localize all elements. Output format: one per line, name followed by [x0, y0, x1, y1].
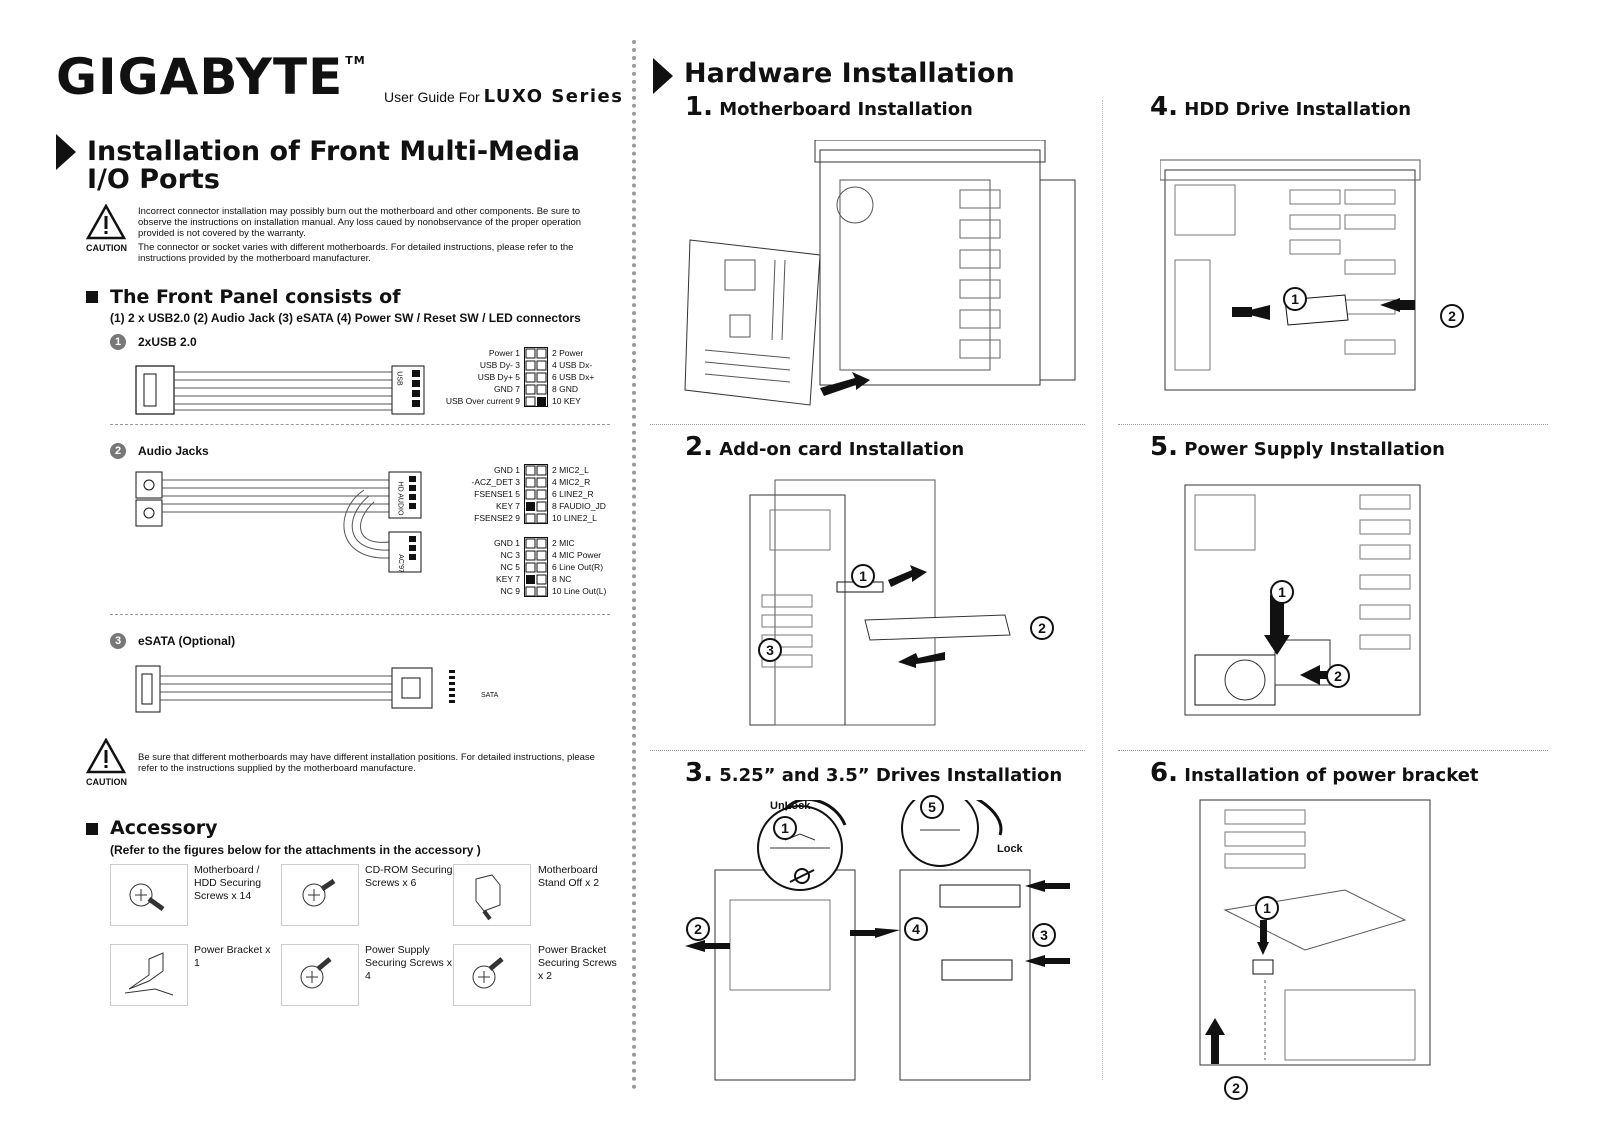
caution-text-1: Incorrect connector installation may pos…: [138, 206, 582, 239]
hd-audio-tag: HD AUDIO: [396, 481, 404, 516]
column-separator: [632, 40, 636, 1090]
addon-card-illustration: [749, 479, 1011, 726]
front-panel-title: The Front Panel consists of: [110, 286, 401, 308]
accessory-label: Motherboard / HDD Securing Screws x 14: [194, 864, 262, 902]
step-3-title: 3. 5.25” and 3.5” Drives Installation: [685, 758, 1063, 788]
step-callout: 4: [904, 917, 928, 941]
caution-icon: [86, 204, 126, 240]
ac97-tag: AC'97: [396, 554, 404, 573]
ac97-pin-header: [524, 537, 548, 597]
step-4-title: 4. HDD Drive Installation: [1150, 92, 1412, 122]
accessory-label: Power Bracket x 1: [194, 944, 271, 969]
bullet-square: [86, 823, 98, 835]
hdd-install-illustration: [1160, 159, 1421, 391]
step-callout: 1: [1255, 896, 1279, 920]
screw-illustration: [453, 944, 531, 1006]
step-callout: 1: [773, 816, 797, 840]
caution-text-3: Be sure that different motherboards may …: [138, 752, 595, 774]
step-callout: 2: [1224, 1076, 1248, 1100]
step-callout: 1: [851, 564, 875, 588]
power-bracket-illustration: [110, 944, 188, 1006]
front-panel-subtitle: (1) 2 x USB2.0 (2) Audio Jack (3) eSATA …: [110, 311, 581, 325]
sata-tag: SATA: [481, 692, 499, 699]
step-callout: 2: [1030, 616, 1054, 640]
step-callout: 1: [1270, 580, 1294, 604]
accessory-subtitle: (Refer to the figures below for the atta…: [110, 843, 481, 857]
number-badge: 2: [110, 443, 126, 459]
unlock-label: UnLock: [770, 800, 811, 812]
step-1-title: 1. Motherboard Installation: [685, 92, 973, 122]
step-callout: 2: [1440, 304, 1464, 328]
bullet-square: [86, 291, 98, 303]
step-callout: 5: [920, 795, 944, 819]
usb-cable-diagram: [135, 365, 425, 415]
usb-pin-header: [524, 347, 548, 407]
motherboard-install-illustration: [684, 140, 1076, 406]
divider: [110, 614, 610, 615]
divider: [1118, 750, 1548, 751]
power-bracket-install-illustration: [1199, 799, 1431, 1066]
accessory-label: Power Bracket Securing Screws x 2: [538, 944, 617, 982]
usb-connector-tag: USB: [395, 371, 403, 386]
hardware-title: Hardware Installation: [684, 58, 1015, 89]
divider: [650, 750, 1085, 751]
divider: [650, 424, 1085, 425]
guide-title: User Guide For LUXO Series: [384, 86, 624, 107]
usb-label: 2xUSB 2.0: [138, 335, 197, 349]
screw-illustration: [110, 864, 188, 926]
esata-label: eSATA (Optional): [138, 634, 236, 648]
caution-label: CAUTION: [86, 777, 127, 787]
audio-label: Audio Jacks: [138, 444, 209, 458]
step-callout: 2: [686, 917, 710, 941]
screw-illustration: [281, 864, 359, 926]
step-callout: 3: [758, 638, 782, 662]
step-5-title: 5. Power Supply Installation: [1150, 432, 1445, 462]
section-arrow-icon: [653, 58, 673, 94]
section-arrow-icon: [56, 134, 76, 170]
step-6-title: 6. Installation of power bracket: [1150, 758, 1479, 788]
accessory-title: Accessory: [110, 817, 218, 839]
column-separator: [1102, 100, 1103, 1080]
accessory-label: Motherboard Stand Off x 2: [538, 864, 600, 889]
caution-icon: [86, 738, 126, 774]
left-title: Installation of Front Multi-Media I/O Po…: [87, 136, 581, 195]
step-2-title: 2. Add-on card Installation: [685, 432, 965, 462]
audio-cable-diagram: [135, 471, 422, 573]
number-badge: 3: [110, 633, 126, 649]
lock-label: Lock: [997, 843, 1023, 855]
caution-label: CAUTION: [86, 243, 127, 253]
caution-text-2: The connector or socket varies with diff…: [138, 242, 574, 264]
number-badge: 1: [110, 334, 126, 350]
drives-install-illustration: [685, 800, 1070, 1081]
step-callout: 1: [1283, 287, 1307, 311]
esata-cable-diagram: [135, 665, 455, 713]
step-callout: 3: [1032, 923, 1056, 947]
hd-audio-pin-header: [524, 464, 548, 524]
accessory-label: CD-ROM Securing Screws x 6: [365, 864, 453, 889]
screw-illustration: [281, 944, 359, 1006]
standoff-illustration: [453, 864, 531, 926]
divider: [110, 424, 610, 425]
step-callout: 2: [1326, 664, 1350, 688]
power-supply-illustration: [1184, 484, 1421, 716]
accessory-label: Power Supply Securing Screws x 4: [365, 944, 452, 982]
divider: [1118, 424, 1548, 425]
